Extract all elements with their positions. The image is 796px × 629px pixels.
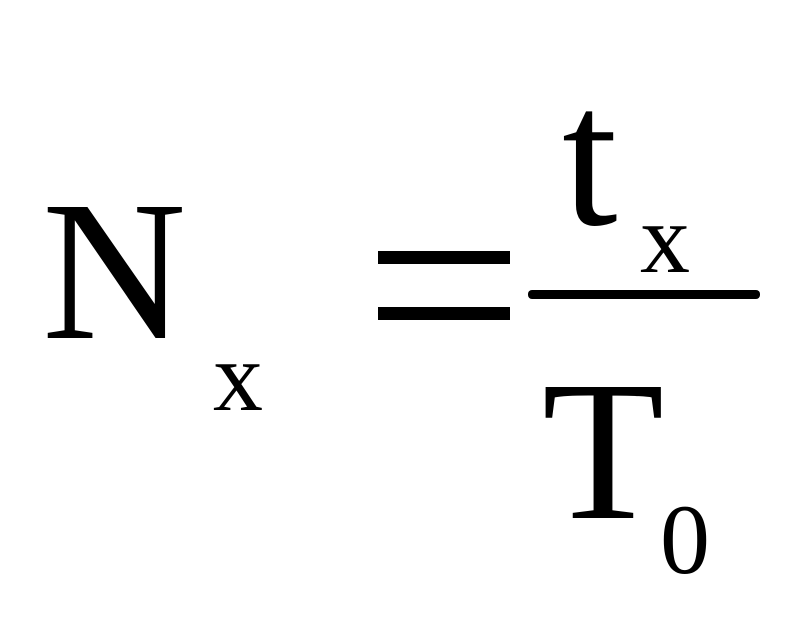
equals-bottom-bar — [378, 307, 510, 320]
lhs-base: N — [42, 161, 187, 382]
fraction-bar — [528, 290, 760, 299]
numerator-subscript: x — [640, 183, 690, 294]
equals-top-bar — [378, 251, 510, 264]
numerator-base: t — [562, 47, 618, 268]
denominator-base: T — [542, 341, 665, 562]
denominator-subscript: 0 — [660, 484, 710, 595]
lhs-subscript: x — [213, 321, 263, 432]
